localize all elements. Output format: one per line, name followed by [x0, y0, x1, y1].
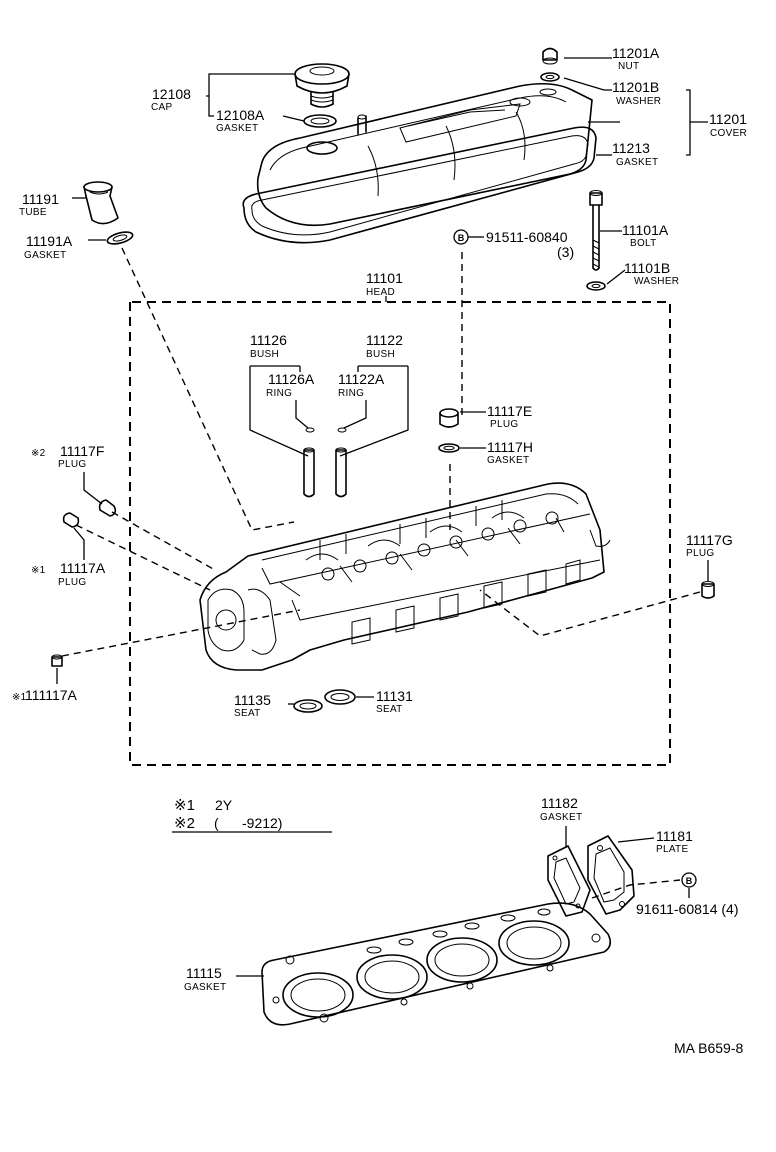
part-label-plug-11117f: PLUG [58, 459, 86, 470]
part-label-seat-11131: SEAT [376, 704, 403, 715]
part-number-11191a: 11191A [26, 233, 73, 249]
part-number-11182: 11182 [541, 795, 578, 811]
part-label-nut: NUT [618, 61, 639, 72]
tube-gasket [106, 231, 134, 245]
part-number-11117g: 11117G [686, 532, 733, 548]
reference-code: MA B659-8 [674, 1040, 743, 1056]
part-label-plate: PLATE [656, 844, 688, 855]
part-number-11201a: 11201A [612, 45, 660, 61]
part-number-91511-60840: 91511-60840 [486, 229, 568, 245]
valve-seat-11135 [293, 699, 323, 713]
part-number-12108a: 12108A [216, 107, 265, 123]
oil-filler-cap [294, 63, 350, 108]
part-label-seat-11135: SEAT [234, 708, 261, 719]
part-number-11126: 11126 [250, 332, 287, 348]
gasket-11117h [438, 443, 460, 453]
part-label-bush-11126: BUSH [250, 349, 279, 360]
part-number-11117h: 11117H [487, 439, 533, 455]
leader-lines [56, 57, 709, 977]
part-label-bolt: BOLT [630, 238, 657, 249]
part-label-cap: CAP [151, 102, 172, 113]
part-label-gasket-12108a: GASKET [216, 123, 258, 134]
part-number-11122a: 11122A [338, 371, 385, 387]
part-number-11101b: 11101B [624, 260, 670, 276]
part-number-11181: 11181 [656, 828, 693, 844]
ventilation-tube [83, 181, 119, 225]
cap-gasket [303, 114, 337, 128]
part-label-gasket-11117h: GASKET [487, 455, 529, 466]
note-mark-11117a-lower: ※1 [12, 692, 27, 703]
part-number-11117e: 11117E [487, 403, 532, 419]
part-number-11201: 11201 [709, 111, 747, 127]
part-label-cover: COVER [710, 128, 747, 139]
cylinder-head-gasket [261, 902, 612, 1026]
head-bolt [589, 190, 603, 271]
part-number-11191: 11191 [22, 191, 59, 207]
part-label-washer-11101b: WASHER [634, 276, 679, 287]
part-label-plug-11117a: PLUG [58, 577, 86, 588]
cylinder-head [199, 482, 611, 671]
part-number-11101a: 11101A [622, 222, 669, 238]
part-number-11115: 11115 [186, 965, 222, 981]
note-1-mark: ※1 [174, 797, 195, 814]
plug-11117a-lower [51, 654, 63, 667]
part-number-11126a: 11126A [268, 371, 315, 387]
valve-seat-11131 [324, 689, 356, 705]
assembly-lines [61, 247, 701, 899]
part-label-bush-11122: BUSH [366, 349, 395, 360]
note-mark-11117f: ※2 [31, 448, 46, 459]
part-number-11117f: 11117F [60, 443, 104, 459]
part-number-11117a: 11117A [60, 560, 106, 576]
head-bolt-washer [586, 281, 606, 291]
note-mark-11117a: ※1 [31, 565, 46, 576]
cover-washer [540, 72, 560, 82]
plate-gasket [547, 845, 591, 917]
part-label-ring-11126a: RING [266, 388, 292, 399]
part-number-11131: 11131 [376, 688, 413, 704]
part-label-gasket-11182: GASKET [540, 812, 582, 823]
cover-nut [542, 47, 558, 65]
part-label-ring-11122a: RING [338, 388, 364, 399]
plug-11117f [98, 499, 117, 517]
part-label-washer: WASHER [616, 96, 661, 107]
note-1-text: 2Y [215, 797, 233, 813]
svg-text:B: B [458, 233, 465, 243]
svg-text:B: B [686, 876, 693, 886]
part-label-plug-11117g: PLUG [686, 548, 714, 559]
plug-11117e [439, 408, 459, 428]
cylinder-head-cover [256, 82, 593, 227]
part-label-gasket-11191a: GASKET [24, 250, 66, 261]
plug-11117a [62, 512, 80, 528]
water-outlet-plate [587, 835, 635, 915]
part-label-gasket-11115: GASKET [184, 982, 226, 993]
part-number-11122: 11122 [366, 332, 403, 348]
head-assembly-box [129, 301, 671, 766]
bolt-marker-b-2: B [681, 872, 697, 888]
valve-guide-bushes [303, 427, 347, 498]
part-label-gasket-11213: GASKET [616, 157, 658, 168]
part-number-11117a-lower: 111117A [25, 687, 78, 703]
part-number-11135: 11135 [234, 692, 271, 708]
part-number-12108: 12108 [152, 86, 191, 102]
part-number-11101: 11101 [366, 270, 403, 286]
bolt-marker-b-1: B [453, 229, 469, 245]
plug-11117g [701, 581, 715, 599]
part-label-tube: TUBE [19, 207, 47, 218]
cover-gasket [242, 126, 597, 244]
part-number-11213: 11213 [612, 140, 650, 156]
note-2-mark: ※2 [174, 815, 195, 832]
part-number-11201b: 11201B [612, 79, 659, 95]
part-number-91611-60814: 91611-60814 (4) [636, 901, 738, 917]
part-label-plug-11117e: PLUG [490, 419, 518, 430]
part-qty-91511: (3) [557, 244, 574, 260]
part-label-head: HEAD [366, 287, 395, 298]
note-2-text: ( -9212) [214, 815, 282, 831]
